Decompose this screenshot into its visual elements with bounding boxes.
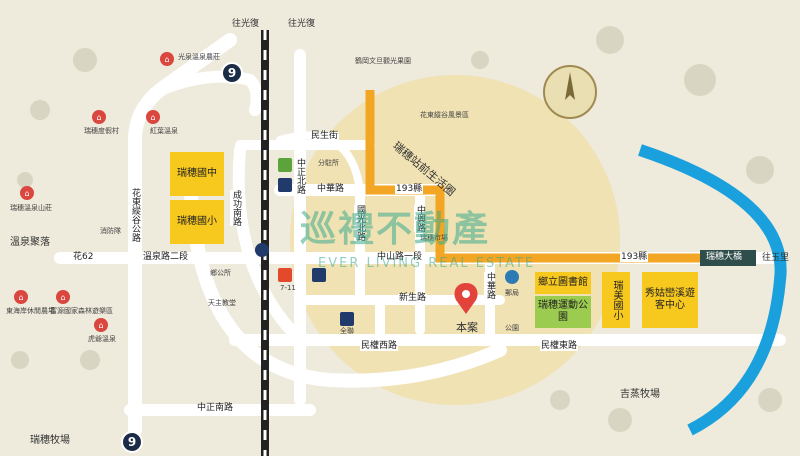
township-library: 鄉立圖書館 [535, 272, 591, 294]
to-guangfu-label-1: 往光復 [232, 19, 260, 29]
county-road-193 [365, 90, 700, 263]
minsheng-street-label: 民生街 [310, 131, 340, 141]
compass-icon [543, 65, 597, 119]
county-193-label: 193縣 [395, 184, 424, 194]
to-yuli-label: 往玉里 [762, 253, 790, 263]
hotel-b-label: 瑞穗溫泉山莊 [10, 204, 52, 212]
school-b-label: 天主教堂 [208, 299, 236, 307]
police-label: 分駐所 [318, 159, 339, 167]
farm-label: 鶴岡文旦觀光果園 [355, 57, 411, 65]
county-193b-label: 193縣 [620, 252, 649, 262]
seven-eleven-icon [278, 268, 292, 282]
ruisui-bridge-label: 瑞穗大橋 [706, 252, 743, 262]
highway-9-shield-bottom: 9 [121, 431, 143, 453]
bridge [700, 250, 756, 266]
highway-9-shield-top: 9 [221, 62, 243, 84]
hotel-c-label: 紅葉溫泉 [150, 127, 178, 135]
watermark-text: 巡禮不動產 [300, 209, 491, 250]
ruisui-ranch-label: 瑞穗牧場 [30, 435, 70, 446]
hotel-d-label: 瑞穗度假村 [84, 127, 119, 135]
zhongshan-road-label: 中山路一段 [376, 252, 424, 262]
zhongxing-road-label: 中興路 [414, 205, 425, 232]
hotel-icon: ⌂ [56, 290, 70, 304]
hotel-f-label: 富源國家森林遊樂區 [50, 307, 113, 315]
ruisui-junior-high: 瑞穗國中 [170, 152, 224, 196]
hot-spring-label: 溫泉聚落 [10, 237, 50, 248]
hotel-icon: ⌂ [146, 110, 160, 124]
hotel-a-label: 光泉溫泉農莊 [178, 53, 220, 61]
zhongzheng-south-label: 中正南路 [196, 403, 235, 413]
firestation-label: 消防隊 [100, 227, 121, 235]
pxmart-icon-2 [340, 312, 354, 326]
zhonghua-vertical-label: 中華路 [484, 272, 495, 299]
post-label: 郵局 [505, 289, 519, 297]
ruimei-elementary: 瑞美國小 [602, 272, 630, 328]
watermark-en: EVER LIVING REAL ESTATE [318, 256, 536, 271]
hotel-icon: ⌂ [94, 318, 108, 332]
tree-area-label: 花東縱谷風景區 [420, 111, 469, 119]
post-icon [505, 270, 519, 284]
hua62-label: 花62 [72, 252, 95, 262]
park-label: 公園 [505, 324, 519, 332]
county-hall-label: 鄉公所 [210, 269, 231, 277]
bank-icon [278, 158, 292, 172]
xiuguluan-visitor-center: 秀姑巒溪遊客中心 [642, 272, 698, 328]
police-icon [312, 268, 326, 282]
river [638, 144, 787, 436]
hotel-icon: ⌂ [20, 186, 34, 200]
hotel-icon: ⌂ [14, 290, 28, 304]
jixu-ranch-label: 吉蒸牧場 [620, 389, 660, 400]
location-pin-icon [454, 283, 478, 314]
this-case-label: 本案 [456, 321, 478, 334]
pxmart-icon [278, 178, 292, 192]
hotel-icon: ⌂ [160, 52, 174, 66]
decor-trees [11, 26, 782, 432]
hotel-g-label: 虎爺溫泉 [88, 335, 116, 343]
hotel-icon: ⌂ [92, 110, 106, 124]
pxmart-label: 全聯 [340, 327, 354, 335]
seven-eleven-label: 7-11 [280, 284, 296, 292]
to-guangfu-label-2: 往光復 [288, 19, 316, 29]
zhongzheng-north-label: 中正北路 [294, 158, 305, 194]
chenggong-south-label: 成功南路 [230, 190, 241, 226]
minquan-west-label: 民權西路 [360, 341, 399, 351]
market-label: 瑞穗市場 [420, 234, 448, 242]
sports-park: 瑞穗運動公園 [535, 296, 591, 328]
minquan-east-label: 民權東路 [540, 341, 579, 351]
wenquan-road-label: 溫泉路二段 [142, 252, 190, 262]
zhonghua-road-label: 中華路 [316, 184, 346, 194]
hotel-e-label: 東海岸休閒農場 [6, 307, 55, 315]
station-icon [255, 243, 269, 257]
huadong-highway-label: 花東縱谷公路 [129, 188, 140, 242]
xinsheng-road-label: 新生路 [398, 293, 428, 303]
ruisui-elementary: 瑞穗國小 [170, 200, 224, 244]
guoguang-north-label: 國光北路 [354, 205, 365, 241]
